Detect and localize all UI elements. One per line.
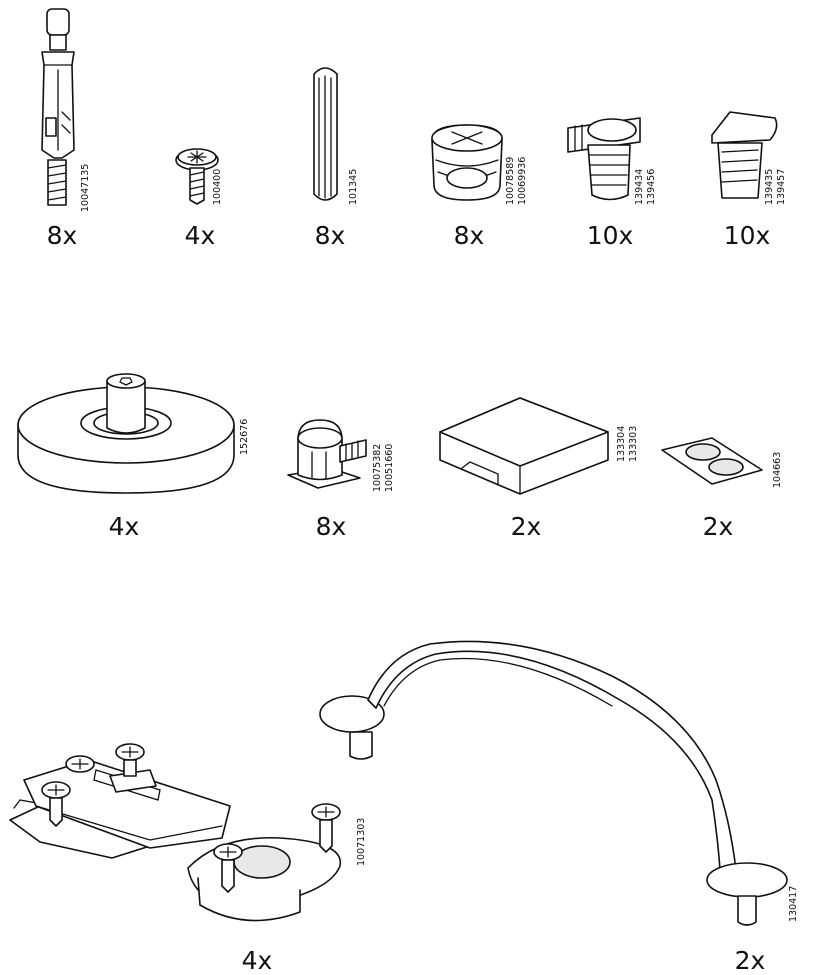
part-quantity: 8x: [453, 221, 485, 250]
part-quantity: 8x: [315, 512, 347, 541]
part-quantity: 4x: [184, 221, 216, 250]
part-quantity: 4x: [108, 512, 140, 541]
part-quantity: 2x: [702, 512, 734, 541]
part-quantity: 8x: [314, 221, 346, 250]
part-quantity: 2x: [510, 512, 542, 541]
part-quantity: 4x: [241, 946, 273, 975]
part-quantity: 10x: [586, 221, 634, 250]
part-quantity: 2x: [734, 946, 766, 975]
part-code: 130417: [788, 885, 799, 922]
part-quantity: 8x: [46, 221, 78, 250]
part-quantity: 10x: [723, 221, 771, 250]
